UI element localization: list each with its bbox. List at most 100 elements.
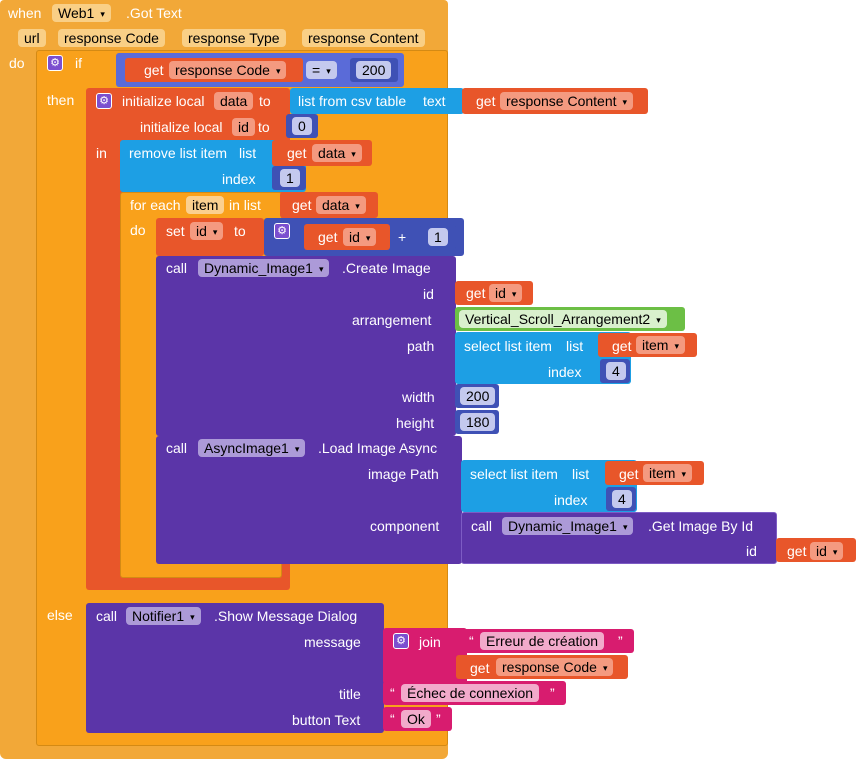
chevron-down-icon: ▾ [190,612,195,622]
loop-var-item[interactable]: item [186,196,225,214]
remove-list-item-label: remove list item [129,145,228,161]
list-from-csv-table-block[interactable] [290,88,464,114]
height-value[interactable]: 180 [460,413,496,431]
get-keyword: get [619,466,639,482]
when-keyword: when [8,5,42,21]
number-4-value[interactable]: 4 [612,490,632,508]
set-keyword: set [166,223,185,239]
text-value[interactable]: Erreur de création [480,632,605,650]
id-dropdown[interactable]: id▾ [810,542,844,560]
data-dropdown[interactable]: data▾ [312,144,362,162]
call-keyword: call [166,440,188,456]
local-var-data[interactable]: data [214,92,254,110]
chevron-down-icon: ▾ [351,149,356,159]
number-0-value[interactable]: 0 [292,117,312,135]
index-param-label: index [548,364,582,380]
quote-open-icon: “ [390,711,395,727]
chevron-down-icon: ▾ [365,233,371,243]
mutator-gear-icon[interactable]: ⚙ [393,633,409,649]
arrangement-param-label: arrangement [352,312,432,328]
list-from-csv-label: list from csv table [298,93,407,109]
id-dropdown[interactable]: id▾ [489,284,523,302]
mutator-gear-icon[interactable]: ⚙ [274,223,290,239]
data-dropdown[interactable]: data▾ [316,196,366,214]
initialize-local-label: initialize local [140,119,223,135]
quote-close-icon: ” [618,633,623,649]
title-value[interactable]: Échec de connexion [401,684,540,702]
item-dropdown[interactable]: item▾ [643,464,692,482]
index-param-label: index [554,492,588,508]
get-keyword: get [466,285,486,301]
in-keyword: in [96,145,107,161]
param-response-content[interactable]: response Content [302,29,425,47]
get-keyword: get [787,543,807,559]
load-image-async-call-block[interactable] [156,436,462,564]
chevron-down-icon: ▾ [326,66,331,76]
number-200-value[interactable]: 200 [356,61,392,79]
height-param-label: height [396,415,435,431]
param-response-type[interactable]: response Type [182,29,286,47]
id-param-label: id [423,286,434,302]
number-1-value[interactable]: 1 [280,169,300,187]
width-param-label: width [402,389,435,405]
message-param-label: message [304,634,361,650]
chevron-down-icon: ▾ [656,315,661,325]
mutator-gear-icon[interactable]: ⚙ [47,55,63,71]
get-keyword: get [318,229,338,245]
quote-open-icon: “ [469,633,474,649]
arrangement-dropdown[interactable]: Vertical_Scroll_Arrangement2▾ [459,310,667,328]
get-keyword: get [144,62,164,78]
to-keyword: to [259,93,271,109]
number-4-value[interactable]: 4 [606,362,626,380]
param-url[interactable]: url [18,29,46,47]
chevron-down-icon: ▾ [294,444,300,454]
component-param-label: component [370,518,440,534]
local-var-id[interactable]: id [232,118,255,136]
create-image-call-block[interactable] [156,256,456,436]
chevron-down-icon: ▾ [275,66,281,76]
response-content-dropdown[interactable]: response Content▾ [500,92,634,110]
chevron-down-icon: ▾ [622,97,628,107]
response-code-dropdown[interactable]: response Code▾ [496,658,614,676]
quote-open-icon: “ [390,685,395,701]
chevron-down-icon: ▾ [318,264,324,274]
quote-close-icon: ” [550,685,555,701]
button-text-value[interactable]: Ok [401,710,431,728]
item-dropdown[interactable]: item▾ [636,336,685,354]
set-var-dropdown[interactable]: id▾ [190,222,224,240]
mutator-gear-icon[interactable]: ⚙ [96,93,112,109]
else-keyword: else [47,607,73,623]
get-image-by-id-method: .Get Image By Id [648,518,754,534]
quote-close-icon: ” [436,711,441,727]
get-keyword: get [287,145,307,161]
chevron-down-icon: ▾ [602,663,608,673]
title-param-label: title [339,686,361,702]
to-keyword: to [258,119,270,135]
create-image-method: .Create Image [342,260,431,276]
chevron-down-icon: ▾ [832,547,838,557]
chevron-down-icon: ▾ [212,227,218,237]
call-keyword: call [96,608,118,624]
dynamic-image-component-dropdown[interactable]: Dynamic_Image1▾ [198,259,330,277]
param-response-code[interactable]: response Code [58,29,165,47]
width-value[interactable]: 200 [460,387,496,405]
get-keyword: get [292,197,312,213]
equals-operator-dropdown[interactable]: =▾ [306,61,337,79]
then-keyword: then [47,92,75,108]
get-keyword: get [470,660,490,676]
response-code-dropdown[interactable]: response Code▾ [169,61,287,79]
button-text-param-label: button Text [292,712,361,728]
list-param-label: list [566,338,584,354]
dynamic-image-component-dropdown[interactable]: Dynamic_Image1▾ [502,517,634,535]
list-param-label: list [239,145,257,161]
load-image-async-method: .Load Image Async [318,440,438,456]
notifier-component-dropdown[interactable]: Notifier1▾ [126,607,201,625]
get-keyword: get [476,93,496,109]
async-image-component-dropdown[interactable]: AsyncImage1▾ [198,439,306,457]
event-component-dropdown[interactable]: Web1▾ [52,4,111,22]
number-1-value[interactable]: 1 [428,228,448,246]
for-each-label: for each [130,197,181,213]
if-keyword: if [75,55,82,71]
join-label: join [419,634,441,650]
id-dropdown[interactable]: id▾ [343,228,377,246]
